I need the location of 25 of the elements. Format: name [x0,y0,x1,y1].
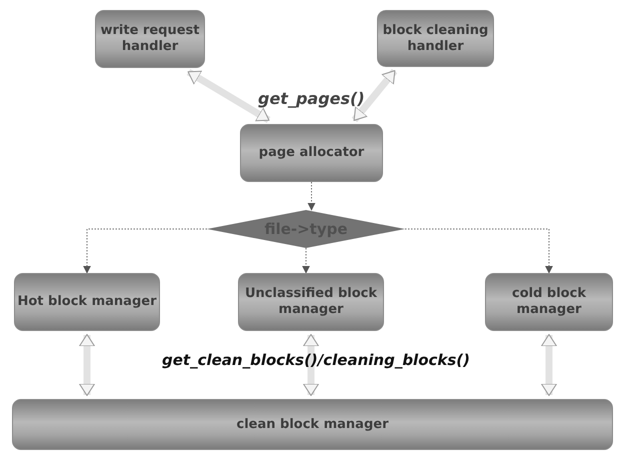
process-box [240,124,383,182]
process-box [14,273,160,331]
dotted-arrow [308,182,316,211]
process-box [377,10,494,67]
process-box [95,10,205,68]
process-box [12,399,613,450]
dotted-arrow [404,228,553,274]
node-label: Hot block manager [17,294,156,310]
double-arrow [303,334,319,396]
function-label: get_pages() [258,89,365,108]
function-label: get_clean_blocks()/cleaning_blocks() [162,351,470,369]
process-box [238,273,384,331]
node-label: page allocator [258,145,364,161]
double-arrow [79,334,95,396]
process-box [485,273,613,331]
double-arrow [541,334,557,396]
node-label: Unclassified block manager [244,286,378,318]
double-arrow [186,69,270,123]
dotted-arrow [83,228,208,274]
dotted-arrow [302,248,310,274]
node-label: write request handler [100,23,200,55]
double-arrow [352,68,398,122]
node-label: cold block manager [511,286,587,318]
node-label: block cleaning handler [382,22,490,54]
node-label: clean block manager [236,416,388,432]
